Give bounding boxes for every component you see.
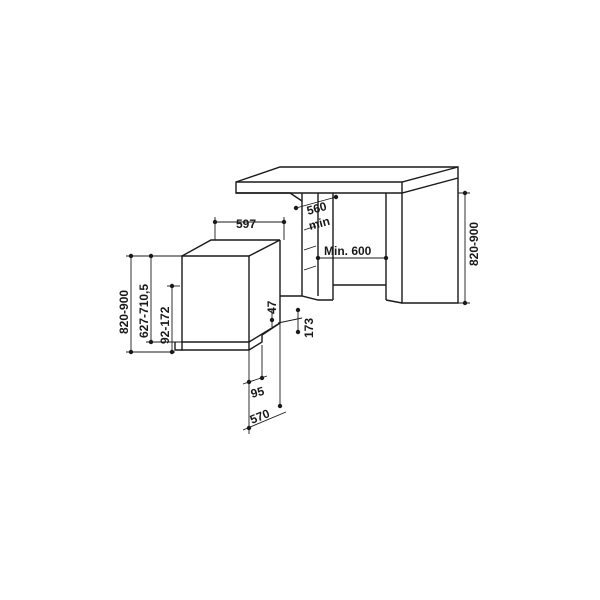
dishwasher-body: [174, 239, 281, 351]
dimension-627-710-5: 627-710,5: [137, 253, 182, 345]
label-min-600: Min. 600: [324, 244, 372, 258]
countertop-cabinet: [235, 166, 459, 304]
dimension-47: 47: [265, 300, 279, 327]
label-47: 47: [265, 300, 279, 314]
label-820-900-left: 820-900: [117, 290, 131, 334]
label-820-900-right: 820-900: [467, 222, 481, 266]
label-92-172: 92-172: [158, 306, 172, 344]
dimension-92-172: 92-172: [158, 283, 180, 355]
dimension-560-min: 560 min: [293, 194, 339, 233]
dimension-min-600: Min. 600: [315, 244, 389, 261]
label-560: 560: [305, 199, 328, 218]
dimension-820-900-left: 820-900: [117, 253, 182, 355]
label-627-710-5: 627-710,5: [137, 284, 151, 338]
dimension-597: 597: [212, 217, 287, 240]
label-95: 95: [249, 384, 266, 401]
label-570: 570: [248, 406, 272, 427]
label-173: 173: [302, 318, 316, 338]
dimension-820-900-right: 820-900: [458, 190, 481, 306]
dimension-95: 95: [242, 345, 268, 401]
dimension-173: 173: [277, 307, 316, 338]
label-597: 597: [236, 217, 256, 231]
label-min: min: [307, 214, 331, 233]
